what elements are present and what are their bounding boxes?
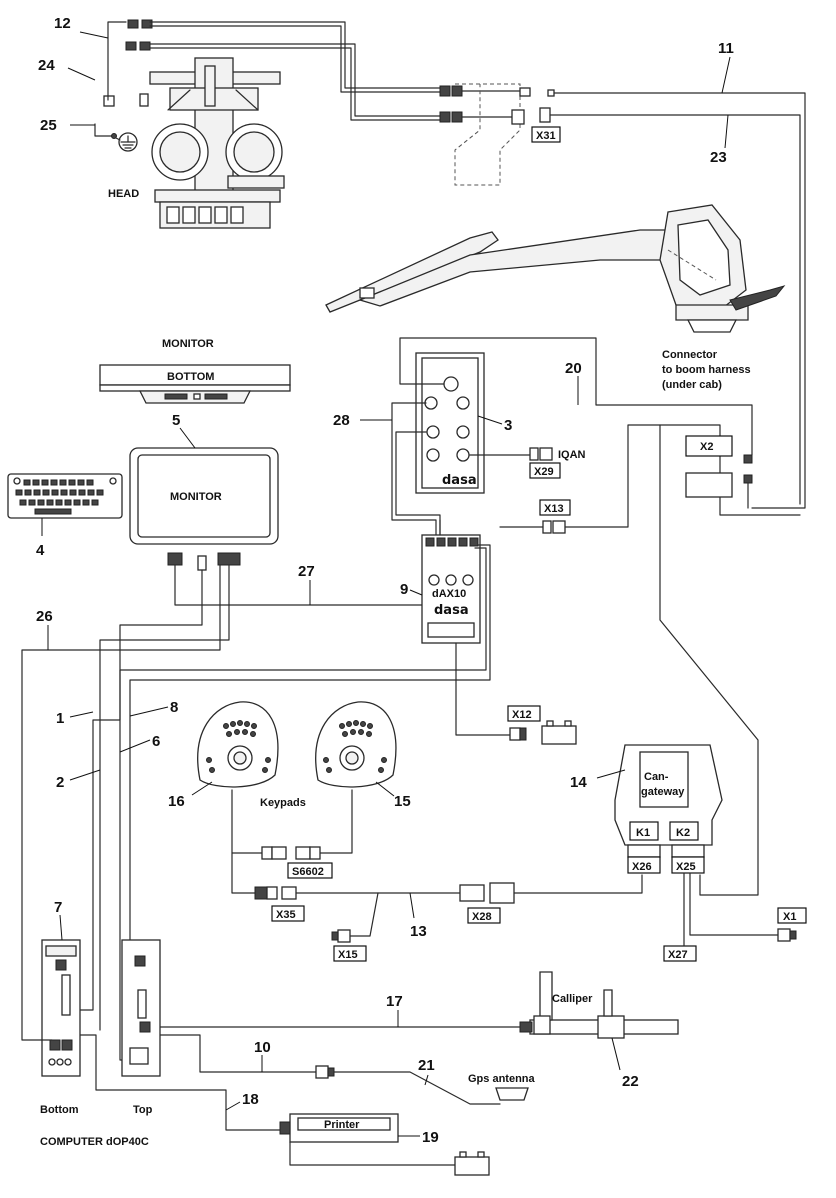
connector-x13: X13 bbox=[499, 424, 801, 534]
svg-text:16: 16 bbox=[168, 793, 185, 810]
boom-cab-drawing bbox=[325, 204, 786, 333]
boom-dashed-outline bbox=[454, 83, 521, 186]
svg-text:X29: X29 bbox=[534, 466, 554, 478]
svg-text:K1: K1 bbox=[636, 827, 650, 839]
svg-text:11: 11 bbox=[718, 40, 734, 57]
can-gateway-14: K1 K2 X26 X25 X1 X27 bbox=[614, 744, 807, 962]
computer-top bbox=[121, 939, 161, 1077]
gps-label: Gps antenna bbox=[468, 1073, 536, 1085]
head-connectors bbox=[103, 19, 153, 107]
svg-text:X12: X12 bbox=[512, 709, 532, 721]
svg-text:22: 22 bbox=[622, 1073, 639, 1090]
svg-text:X31: X31 bbox=[536, 130, 556, 142]
cable-26 bbox=[21, 564, 221, 1041]
cable-12 bbox=[107, 21, 521, 123]
svg-text:1: 1 bbox=[56, 710, 64, 727]
printer-label: Printer bbox=[324, 1119, 360, 1131]
dax10-label: dAX10 bbox=[432, 588, 466, 600]
svg-text:X35: X35 bbox=[276, 909, 296, 921]
cable-11 bbox=[553, 92, 806, 509]
svg-text:10: 10 bbox=[254, 1039, 271, 1056]
monitor-screen-label: MONITOR bbox=[170, 491, 222, 503]
monitor-bottom-view bbox=[99, 364, 291, 404]
svg-text:12: 12 bbox=[54, 15, 71, 32]
harvester-head-drawing bbox=[149, 57, 285, 229]
iqan-dasa-logo: dasa bbox=[442, 473, 477, 488]
head-label: HEAD bbox=[108, 188, 139, 200]
can-gateway-label-2: gateway bbox=[641, 786, 685, 798]
svg-text:26: 26 bbox=[36, 608, 53, 625]
bottom-label: Bottom bbox=[40, 1104, 79, 1116]
keypad-15 bbox=[315, 701, 397, 788]
svg-text:9: 9 bbox=[400, 581, 408, 598]
dax10-dasa-logo: dasa bbox=[434, 603, 469, 618]
keypad-cables: S6602 X35 X15 X28 bbox=[231, 789, 643, 962]
cable-23 bbox=[549, 114, 801, 505]
svg-text:13: 13 bbox=[410, 923, 427, 940]
svg-text:17: 17 bbox=[386, 993, 403, 1010]
svg-text:19: 19 bbox=[422, 1129, 439, 1146]
svg-text:X28: X28 bbox=[472, 911, 492, 923]
svg-text:2: 2 bbox=[56, 774, 64, 791]
svg-text:K2: K2 bbox=[676, 827, 690, 839]
svg-text:18: 18 bbox=[242, 1091, 259, 1108]
keypad-16 bbox=[197, 701, 279, 788]
keyboard-4 bbox=[7, 473, 123, 519]
svg-text:(under cab): (under cab) bbox=[662, 379, 722, 391]
svg-text:X27: X27 bbox=[668, 949, 688, 961]
svg-text:14: 14 bbox=[570, 774, 587, 791]
svg-text:X2: X2 bbox=[700, 441, 713, 453]
can-gateway-label-1: Can- bbox=[644, 771, 669, 783]
svg-text:7: 7 bbox=[54, 899, 62, 916]
svg-text:X25: X25 bbox=[676, 861, 696, 873]
monitor-bottom-label: BOTTOM bbox=[167, 371, 214, 383]
svg-text:S6602: S6602 bbox=[292, 866, 324, 878]
computer-label: COMPUTER dOP40C bbox=[40, 1136, 149, 1148]
svg-text:27: 27 bbox=[298, 563, 315, 580]
svg-text:to boom harness: to boom harness bbox=[662, 364, 751, 376]
svg-text:8: 8 bbox=[170, 699, 178, 716]
svg-text:3: 3 bbox=[504, 417, 512, 434]
svg-text:20: 20 bbox=[565, 360, 582, 377]
svg-text:24: 24 bbox=[38, 57, 55, 74]
reference-numbers: 12 24 25 11 23 20 28 3 5 4 27 9 26 1 8 6… bbox=[36, 15, 734, 1146]
printer-battery-icon bbox=[454, 1151, 490, 1176]
keypads-label: Keypads bbox=[260, 797, 306, 809]
printer-19 bbox=[69, 1034, 456, 1166]
svg-text:X13: X13 bbox=[544, 503, 564, 515]
svg-text:28: 28 bbox=[333, 412, 350, 429]
svg-text:23: 23 bbox=[710, 149, 727, 166]
computer-bottom-7 bbox=[41, 939, 81, 1077]
svg-text:15: 15 bbox=[394, 793, 411, 810]
monitor-title: MONITOR bbox=[162, 338, 214, 350]
svg-text:4: 4 bbox=[36, 542, 45, 559]
top-label: Top bbox=[133, 1104, 153, 1116]
connector-x12: X12 bbox=[507, 705, 541, 741]
svg-text:X1: X1 bbox=[783, 911, 796, 923]
ground-icon bbox=[94, 123, 138, 152]
iqan-label: IQAN bbox=[558, 449, 586, 461]
connector-x2: X2 bbox=[659, 424, 759, 896]
calliper-label: Calliper bbox=[552, 993, 593, 1005]
svg-text:5: 5 bbox=[172, 412, 180, 429]
svg-text:25: 25 bbox=[40, 117, 57, 134]
calliper-22 bbox=[519, 971, 679, 1039]
dax10-module-9 bbox=[119, 519, 511, 1061]
connector-x29: X29 bbox=[529, 447, 561, 479]
svg-text:X15: X15 bbox=[338, 949, 358, 961]
monitor-5 bbox=[77, 447, 431, 1031]
iqan-module-3 bbox=[391, 337, 753, 536]
svg-text:6: 6 bbox=[152, 733, 160, 750]
gps-antenna bbox=[154, 1034, 529, 1105]
battery-icon bbox=[541, 720, 577, 745]
svg-text:X26: X26 bbox=[632, 861, 652, 873]
svg-text:Connector: Connector bbox=[662, 349, 718, 361]
svg-text:21: 21 bbox=[418, 1057, 435, 1074]
